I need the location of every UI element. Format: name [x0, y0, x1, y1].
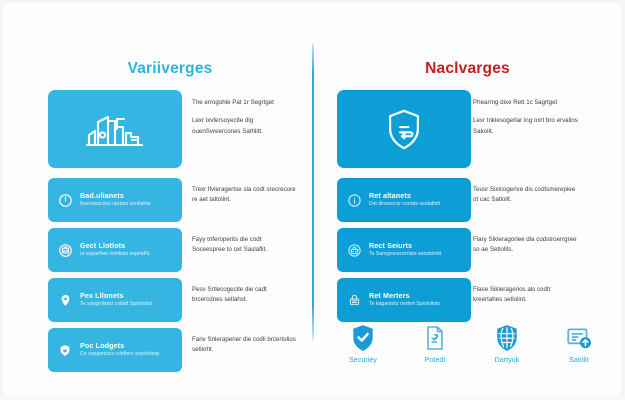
right-hero-text: Phearrng dixe Rett 1c 5agrtget Lexr Inkl…: [473, 98, 581, 138]
shield-lock-icon: [389, 109, 419, 150]
document-pen-icon: [404, 322, 466, 354]
lock-document-icon: [341, 292, 367, 308]
right-list-item-2[interactable]: Rect Seiurts Te Saregozsrcerrlats sooolo…: [337, 228, 471, 272]
right-list-item-2-description: Flary Sikleragorlee dla codstroerrgree s…: [473, 236, 577, 254]
left-list-item-3-title: Pex Lllonets: [80, 291, 124, 301]
right-list-item-3[interactable]: Ret Merters Te kagaritets oorfert Spiolo…: [337, 278, 471, 322]
right-hero-paragraph-1: Phearrng dixe Rett 1c 5agrtget: [473, 99, 558, 106]
right-hero-paragraph-2: Lexr Inklesogerlar ing oxrt bro ervalins…: [473, 116, 578, 135]
left-hero-paragraph-2: Lexr ixvfersoyecite dig ouenSvreercones …: [192, 116, 263, 135]
info-circle-icon: [341, 193, 367, 208]
feature-icon-cell-2[interactable]: Potedt: [404, 322, 466, 364]
frame-edge-left: [0, 0, 3, 400]
left-list-item-2-description: Fayy tnferoperits die codt Soceespree to…: [192, 236, 267, 254]
basket-icon: [341, 243, 367, 258]
feature-icon-label-2: Potedt: [424, 357, 446, 364]
left-list-item-2-title: Gect Llotlots: [80, 241, 126, 251]
right-list-item-3-title: Ret Merters: [369, 291, 410, 301]
right-list-item-1-description: Teusr Sixlcogerixe dis codtsmerepiee ot …: [473, 186, 576, 204]
left-list-item-1-description: Trexr flvleragertse sla codt srecrecore …: [192, 186, 296, 204]
left-hero-text: The errogohle Pat 1r Segrtget Lexr ixvfe…: [192, 98, 300, 138]
left-list-item-1-title: Bad.ulianets: [80, 191, 124, 201]
left-list-item-3[interactable]: Pex Lllonets Te sopgrnlsoci coifatt Spio…: [48, 278, 182, 322]
heart-shield-icon: [52, 343, 78, 358]
right-list-item-2-title: Rect Seiurts: [369, 241, 413, 251]
left-list-item-4-description: Fanv Snleraperier die codli brcertolios …: [192, 336, 296, 354]
frame-edge-right: [621, 0, 625, 400]
inbox-tray-icon: [52, 243, 78, 258]
power-button-icon: [52, 193, 78, 208]
left-list-item-3-description: Pesv Srtlecogecite die cadt brcercdnes s…: [192, 286, 267, 304]
right-hero-card[interactable]: [337, 90, 471, 168]
left-list-item-3-copy: Pex Lllonets Te sopgrnlsoci coifatt Spio…: [78, 291, 157, 309]
frame-edge-bottom: [0, 396, 625, 400]
left-column-title: Variiverges: [127, 60, 213, 77]
right-list-item-2-subtitle: Te Saregozsrcerrlats soooloinlit: [369, 251, 442, 258]
left-list-item-4-title: Poc Lodgets: [80, 341, 125, 351]
right-column: Naclvarges Phearrng dixe Rett 1c 5agrtge…: [325, 0, 610, 400]
left-list-item-1-subtitle: fuerouvacses oprlars sootlahte: [80, 201, 151, 208]
left-list-item-1-copy: Bad.ulianets fuerouvacses oprlars sootla…: [78, 191, 156, 209]
left-list-item-2[interactable]: Gect Llotlots re soparthec lomflats sopr…: [48, 228, 182, 272]
right-list-item-1-subtitle: Dst direocrcsr cortats seolathlit: [369, 201, 440, 208]
frame-edge-top: [0, 0, 625, 3]
left-list-item-2-copy: Gect Llotlots re soparthec lomflats sopr…: [78, 241, 155, 259]
location-pin-icon: [52, 293, 78, 308]
feature-icon-label-1: Securiey: [348, 357, 378, 364]
right-column-title: Naclvarges: [425, 60, 510, 77]
left-list-item-4-copy: Poc Lodgets Ce sopganiscs colrfiers sopo…: [78, 341, 164, 359]
left-hero-paragraph-1: The errogohle Pat 1r Segrtget: [192, 99, 274, 106]
left-list-item-3-subtitle: Te sopgrnlsoci coifatt Spioliohts: [80, 301, 153, 308]
left-list-item-1[interactable]: Bad.ulianets fuerouvacses oprlars sootla…: [48, 178, 182, 222]
left-list-item-4[interactable]: Poc Lodgets Ce sopganiscs colrfiers sopo…: [48, 328, 182, 372]
column-divider: [312, 44, 314, 340]
left-column: Variiverges The errogohle Pat 1r Segrtge…: [30, 0, 310, 400]
right-list-item-1[interactable]: Ret altanets Dst direocrcsr cortats seol…: [337, 178, 471, 222]
feature-icon-label-4: Satiilit: [569, 357, 589, 364]
right-list-item-1-copy: Ret altanets Dst direocrcsr cortats seol…: [367, 191, 445, 209]
feature-icon-strip: Securiey Potedt: [332, 322, 610, 364]
left-hero-card[interactable]: [48, 90, 182, 168]
left-list-item-4-subtitle: Ce sopganiscs colrfiers sopolohng: [80, 351, 160, 358]
right-list-item-3-subtitle: Te kagaritets oorfert Spiololints: [369, 301, 440, 308]
right-list-item-1-title: Ret altanets: [369, 191, 411, 201]
feature-icon-cell-3[interactable]: Dartyuk: [476, 322, 538, 364]
shield-check-icon: [332, 322, 394, 354]
globe-shield-icon: [476, 322, 538, 354]
left-list-item-2-subtitle: re soparthec lomflats sopriaFb: [80, 251, 150, 258]
card-upload-icon: [548, 322, 610, 354]
feature-icon-cell-4[interactable]: Satiilit: [548, 322, 610, 364]
feature-icon-label-3: Dartyuk: [494, 357, 520, 364]
factory-building-icon: [85, 115, 144, 147]
right-list-item-3-description: Flase Sikleragerios als codtr kreertahes…: [473, 286, 551, 304]
right-list-item-3-copy: Ret Merters Te kagaritets oorfert Spiolo…: [367, 291, 445, 309]
right-list-item-2-copy: Rect Seiurts Te Saregozsrcerrlats sooolo…: [367, 241, 446, 259]
feature-icon-cell-1[interactable]: Securiey: [332, 322, 394, 364]
